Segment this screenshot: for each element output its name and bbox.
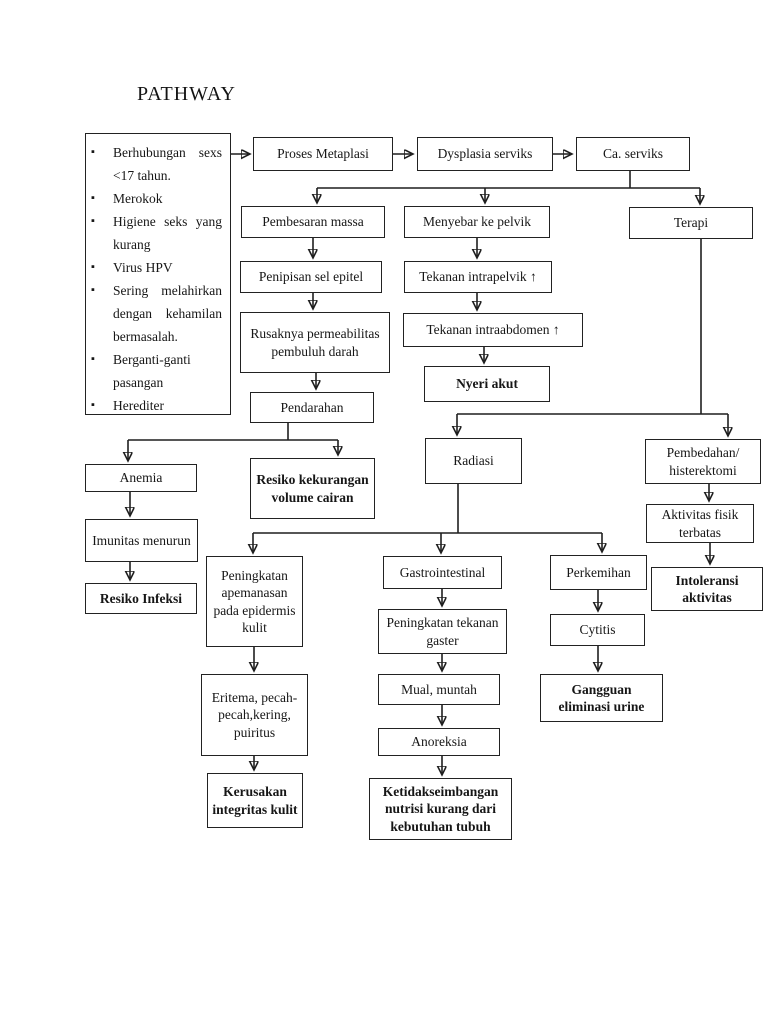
node-label: Eritema, pecah- pecah,kering, puiritus xyxy=(211,690,298,740)
node-label: Peningkatan tekanan gaster xyxy=(386,615,499,648)
node-menyebar-ke-pelvik: Menyebar ke pelvik xyxy=(404,206,550,238)
node-tekanan-intrapelvik: Tekanan intrapelvik ↑ xyxy=(404,261,552,293)
node-ketidakseimbangan-nutrisi: Ketidakseimbangan nutrisi kurang dari ke… xyxy=(369,778,512,840)
node-resiko-kekurangan-volume: Resiko kekurangan volume cairan xyxy=(250,458,375,519)
risk-factor-item: Berhubungan sexs <17 tahun. xyxy=(88,141,222,187)
node-imunitas-menurun: Imunitas menurun xyxy=(85,519,198,562)
node-proses-metaplasi: Proses Metaplasi xyxy=(253,137,393,171)
node-label: Gangguan eliminasi urine xyxy=(558,681,645,714)
risk-factor-item: Berganti-ganti pasangan xyxy=(88,348,222,394)
node-label: Pembedahan/ histerektomi xyxy=(666,445,740,478)
node-label: Ca. serviks xyxy=(603,146,663,162)
risk-factor-item: Higiene seks yang kurang xyxy=(88,210,222,256)
node-label: Peningkatan apemanasan pada epidermis ku… xyxy=(213,567,296,635)
risk-factor-item: Sering melahirkan dengan kehamilan berma… xyxy=(88,279,222,348)
node-label: Radiasi xyxy=(453,453,494,469)
node-label: Ketidakseimbangan nutrisi kurang dari ke… xyxy=(382,784,499,834)
node-tekanan-intraabdomen: Tekanan intraabdomen ↑ xyxy=(403,313,583,347)
node-label: Resiko Infeksi xyxy=(99,590,183,606)
node-label: Aktivitas fisik terbatas xyxy=(661,507,739,540)
node-label: Pembesaran massa xyxy=(262,214,364,230)
node-kerusakan-integritas: Kerusakan integritas kulit xyxy=(207,773,303,828)
node-ca-serviks: Ca. serviks xyxy=(576,137,690,171)
node-label: Mual, muntah xyxy=(401,681,477,697)
node-label: Perkemihan xyxy=(566,564,631,580)
node-label: Pendarahan xyxy=(280,399,344,415)
node-penipisan-sel-epitel: Penipisan sel epitel xyxy=(240,261,382,293)
risk-factor-item: Virus HPV xyxy=(88,256,222,279)
node-anemia: Anemia xyxy=(85,464,197,492)
node-label: Nyeri akut xyxy=(456,376,518,392)
risk-factor-item: Merokok xyxy=(88,187,222,210)
node-label: Menyebar ke pelvik xyxy=(423,214,531,230)
connector-group xyxy=(128,154,728,774)
node-resiko-infeksi: Resiko Infeksi xyxy=(85,583,197,614)
node-pendarahan: Pendarahan xyxy=(250,392,374,423)
node-peningkatan-epidermis: Peningkatan apemanasan pada epidermis ku… xyxy=(206,556,303,647)
node-label: Resiko kekurangan volume cairan xyxy=(256,472,369,505)
node-label: Tekanan intrapelvik ↑ xyxy=(419,269,537,285)
node-gangguan-eliminasi: Gangguan eliminasi urine xyxy=(540,674,663,722)
node-label: Anoreksia xyxy=(411,734,467,750)
risk-factor-item: Herediter xyxy=(88,394,222,417)
node-mual-muntah: Mual, muntah xyxy=(378,674,500,705)
node-peningkatan-gaster: Peningkatan tekanan gaster xyxy=(378,609,507,654)
node-label: Kerusakan integritas kulit xyxy=(212,784,298,817)
node-label: Imunitas menurun xyxy=(92,532,191,548)
node-label: Rusaknya permeabilitas pembuluh darah xyxy=(250,326,380,359)
node-anoreksia: Anoreksia xyxy=(378,728,500,756)
node-pembedahan-histerektomi: Pembedahan/ histerektomi xyxy=(645,439,761,484)
risk-factors-list: Berhubungan sexs <17 tahun. Merokok Higi… xyxy=(88,141,222,417)
node-label: Proses Metaplasi xyxy=(277,146,369,162)
node-radiasi: Radiasi xyxy=(425,438,522,484)
risk-factors-box: Berhubungan sexs <17 tahun. Merokok Higi… xyxy=(85,133,231,417)
node-eritema: Eritema, pecah- pecah,kering, puiritus xyxy=(201,674,308,756)
node-label: Cytitis xyxy=(579,622,616,638)
node-aktivitas-fisik-terbatas: Aktivitas fisik terbatas xyxy=(646,504,754,543)
node-label: Gastrointestinal xyxy=(399,564,486,580)
node-label: Dysplasia serviks xyxy=(437,146,533,162)
node-label: Anemia xyxy=(119,470,163,486)
node-cytitis: Cytitis xyxy=(550,614,645,646)
node-intoleransi-aktivitas: Intoleransi aktivitas xyxy=(651,567,763,611)
node-label: Intoleransi aktivitas xyxy=(675,572,739,605)
node-gastrointestinal: Gastrointestinal xyxy=(383,556,502,589)
node-terapi: Terapi xyxy=(629,207,753,239)
node-label: Terapi xyxy=(673,215,709,231)
node-pembesaran-massa: Pembesaran massa xyxy=(241,206,385,238)
node-dysplasia-serviks: Dysplasia serviks xyxy=(417,137,553,171)
node-rusaknya-permeabilitas: Rusaknya permeabilitas pembuluh darah xyxy=(240,312,390,373)
page-title: PATHWAY xyxy=(137,83,236,105)
node-label: Tekanan intraabdomen ↑ xyxy=(426,322,560,338)
node-nyeri-akut: Nyeri akut xyxy=(424,366,550,402)
node-perkemihan: Perkemihan xyxy=(550,555,647,590)
node-label: Penipisan sel epitel xyxy=(258,269,364,285)
